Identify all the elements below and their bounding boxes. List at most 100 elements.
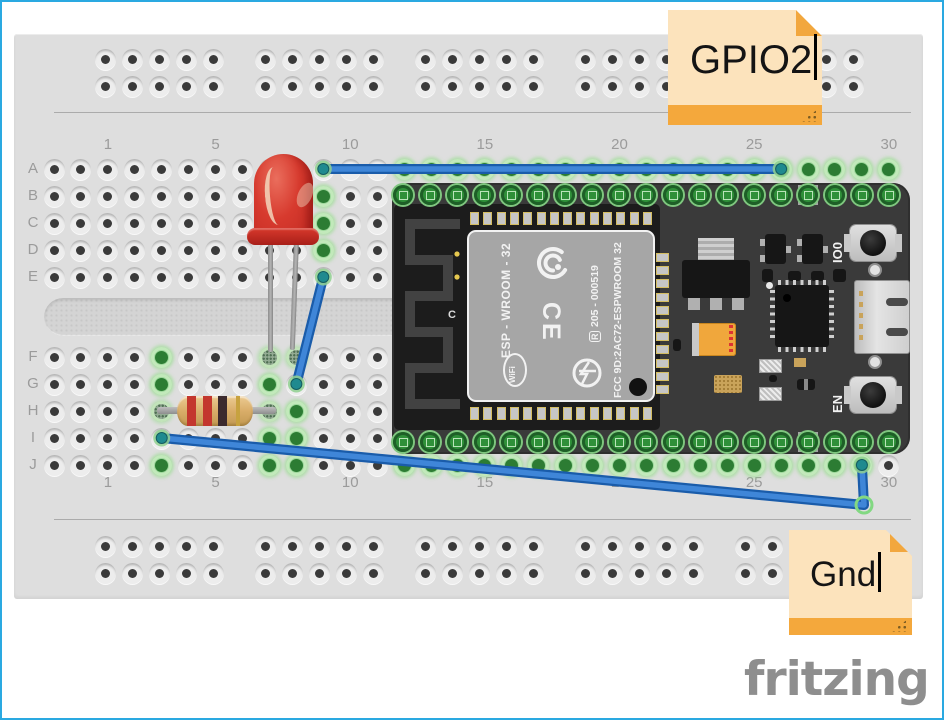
breadboard-hole[interactable]	[366, 427, 388, 449]
breadboard-hole[interactable]	[339, 239, 361, 261]
breadboard-hole[interactable]	[522, 562, 544, 584]
breadboard-hole[interactable]	[281, 48, 303, 70]
esp32-pin[interactable]	[879, 185, 899, 205]
breadboard-hole[interactable]	[308, 562, 330, 584]
breadboard-hole[interactable]	[441, 562, 463, 584]
breadboard-hole[interactable]	[797, 158, 819, 180]
breadboard-hole[interactable]	[339, 454, 361, 476]
breadboard-hole[interactable]	[97, 212, 119, 234]
breadboard-hole[interactable]	[254, 48, 276, 70]
breadboard-hole[interactable]	[124, 373, 146, 395]
breadboard-hole[interactable]	[254, 75, 276, 97]
boot-button[interactable]	[844, 225, 902, 261]
esp32-pin[interactable]	[744, 185, 764, 205]
breadboard-hole[interactable]	[555, 158, 577, 180]
breadboard-hole[interactable]	[151, 373, 173, 395]
breadboard-hole[interactable]	[175, 48, 197, 70]
breadboard-hole[interactable]	[335, 48, 357, 70]
breadboard-hole[interactable]	[94, 75, 116, 97]
breadboard-hole[interactable]	[94, 48, 116, 70]
breadboard-hole[interactable]	[124, 454, 146, 476]
breadboard-hole[interactable]	[601, 535, 623, 557]
breadboard-hole[interactable]	[635, 158, 657, 180]
breadboard-hole[interactable]	[628, 75, 650, 97]
breadboard-hole[interactable]	[151, 346, 173, 368]
breadboard-hole[interactable]	[582, 454, 604, 476]
breadboard-hole[interactable]	[574, 48, 596, 70]
breadboard-hole[interactable]	[124, 400, 146, 422]
breadboard-hole[interactable]	[366, 185, 388, 207]
breadboard-hole[interactable]	[362, 562, 384, 584]
breadboard-hole[interactable]	[43, 266, 65, 288]
breadboard-hole[interactable]	[285, 427, 307, 449]
breadboard-hole[interactable]	[121, 562, 143, 584]
breadboard-hole[interactable]	[178, 158, 200, 180]
breadboard-hole[interactable]	[232, 158, 253, 180]
breadboard-hole[interactable]	[528, 454, 550, 476]
breadboard-hole[interactable]	[414, 535, 436, 557]
breadboard-hole[interactable]	[555, 454, 577, 476]
breadboard-hole[interactable]	[202, 48, 224, 70]
esp32-pin[interactable]	[636, 185, 656, 205]
esp32-pin[interactable]	[474, 185, 494, 205]
note-gpio2[interactable]: GPIO2	[668, 10, 822, 125]
breadboard-hole[interactable]	[339, 212, 361, 234]
esp32-pin[interactable]	[393, 432, 413, 452]
breadboard-hole[interactable]	[414, 75, 436, 97]
breadboard-hole[interactable]	[285, 400, 307, 422]
breadboard-hole[interactable]	[205, 454, 227, 476]
breadboard-hole[interactable]	[285, 454, 307, 476]
breadboard-hole[interactable]	[601, 75, 623, 97]
breadboard-hole[interactable]	[202, 75, 224, 97]
breadboard-hole[interactable]	[232, 454, 253, 476]
esp32-pin[interactable]	[771, 432, 791, 452]
breadboard-hole[interactable]	[178, 266, 200, 288]
breadboard-hole[interactable]	[70, 427, 92, 449]
esp32-pin[interactable]	[501, 185, 521, 205]
breadboard-hole[interactable]	[609, 158, 631, 180]
breadboard-hole[interactable]	[366, 400, 388, 422]
breadboard-hole[interactable]	[522, 75, 544, 97]
breadboard-hole[interactable]	[495, 535, 517, 557]
breadboard-hole[interactable]	[151, 158, 173, 180]
breadboard-hole[interactable]	[743, 454, 765, 476]
breadboard-hole[interactable]	[851, 454, 873, 476]
breadboard-hole[interactable]	[528, 158, 550, 180]
breadboard-hole[interactable]	[148, 75, 170, 97]
breadboard-hole[interactable]	[97, 373, 119, 395]
breadboard-hole[interactable]	[468, 75, 490, 97]
esp32-pin[interactable]	[852, 432, 872, 452]
breadboard-hole[interactable]	[335, 75, 357, 97]
breadboard-hole[interactable]	[178, 185, 200, 207]
breadboard-hole[interactable]	[797, 454, 819, 476]
esp32-pin[interactable]	[609, 432, 629, 452]
esp32-pin[interactable]	[582, 432, 602, 452]
breadboard-hole[interactable]	[43, 158, 65, 180]
breadboard-hole[interactable]	[366, 212, 388, 234]
breadboard-hole[interactable]	[414, 48, 436, 70]
breadboard-hole[interactable]	[682, 562, 704, 584]
resistor-220ohm[interactable]	[152, 392, 282, 432]
breadboard-hole[interactable]	[501, 454, 523, 476]
breadboard-hole[interactable]	[151, 212, 173, 234]
breadboard-hole[interactable]	[205, 346, 227, 368]
breadboard-hole[interactable]	[393, 454, 415, 476]
esp32-pin[interactable]	[825, 432, 845, 452]
esp32-pin[interactable]	[663, 432, 683, 452]
breadboard-hole[interactable]	[178, 454, 200, 476]
breadboard-hole[interactable]	[151, 266, 173, 288]
breadboard-hole[interactable]	[851, 158, 873, 180]
esp32-pin[interactable]	[420, 432, 440, 452]
breadboard-hole[interactable]	[842, 75, 864, 97]
breadboard-hole[interactable]	[205, 212, 227, 234]
breadboard-hole[interactable]	[70, 346, 92, 368]
esp32-pin[interactable]	[825, 185, 845, 205]
breadboard-hole[interactable]	[258, 346, 280, 368]
esp32-pin[interactable]	[474, 432, 494, 452]
breadboard-hole[interactable]	[308, 535, 330, 557]
breadboard-hole[interactable]	[312, 454, 334, 476]
breadboard-hole[interactable]	[70, 158, 92, 180]
breadboard-hole[interactable]	[281, 562, 303, 584]
breadboard-hole[interactable]	[312, 212, 334, 234]
esp32-pin[interactable]	[555, 432, 575, 452]
